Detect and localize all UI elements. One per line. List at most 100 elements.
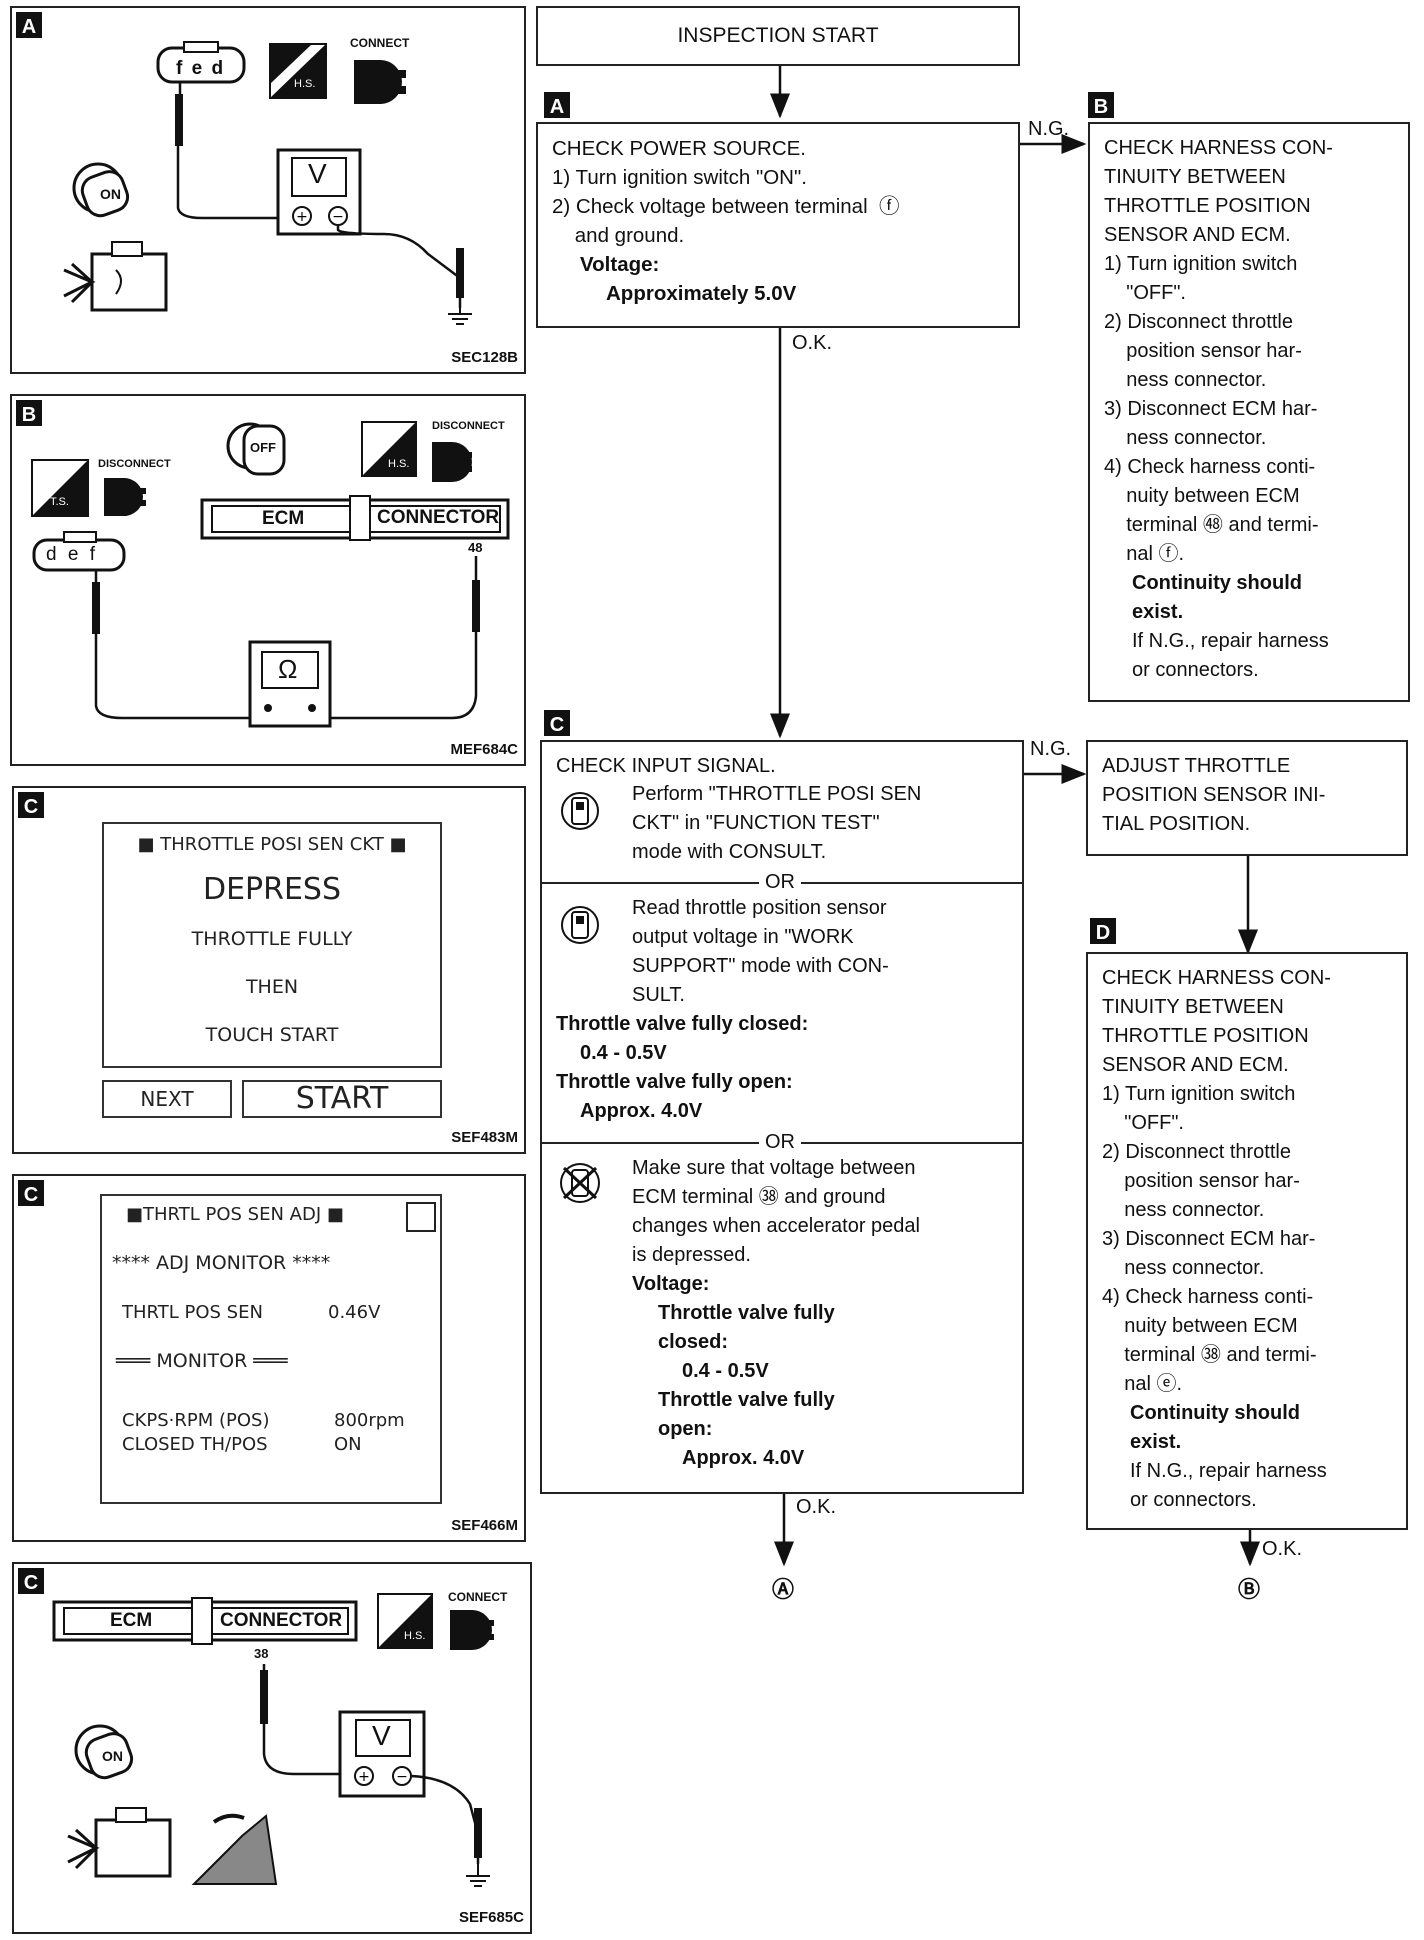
screen-adj-header-text: THRTL POS SEN ADJ (143, 1204, 322, 1225)
screen-touch-start: TOUCH START (205, 1024, 339, 1046)
panel-b-ts-label: T.S. (50, 496, 69, 508)
box-c-s1-line: Perform "THROTTLE POSI SEN (632, 783, 922, 805)
screen-header-text: THROTTLE POSI SEN CKT (160, 834, 384, 855)
screen-ckps-value: 800rpm (334, 1410, 405, 1431)
box-c-section-2: Read throttle position sensor output vol… (632, 894, 889, 1010)
adj-line: POSITION SENSOR INI- (1102, 784, 1326, 806)
end-b: Ⓑ (1238, 1577, 1261, 1602)
box-c-section-3: Make sure that voltage between ECM termi… (632, 1154, 920, 1473)
panel-c3-meter-symbol: V (372, 1720, 391, 1751)
box-b-line: terminal ㊽ and termi- (1104, 514, 1319, 536)
box-b-exist: exist. (1132, 601, 1184, 623)
box-b-line: position sensor har- (1104, 340, 1302, 362)
svg-text:−: − (396, 1769, 408, 1785)
box-c-closed-value: 0.4 - 0.5V (580, 1042, 667, 1064)
inspection-start-box: INSPECTION START (536, 6, 1020, 66)
box-c-s3-open-value: Approx. 4.0V (682, 1447, 805, 1469)
box-d-line: nal ⓔ. (1102, 1373, 1183, 1395)
panel-b-hs-label: H.S. (388, 458, 410, 470)
box-d-line: nuity between ECM (1102, 1315, 1298, 1337)
box-c-s1-line: CKT" in "FUNCTION TEST" (632, 812, 880, 834)
panel-c2: C ■THRTL POS SEN ADJ ■ **** ADJ MONITOR … (12, 1174, 526, 1542)
box-c-title: CHECK INPUT SIGNAL. (556, 755, 776, 777)
box-b-line: nuity between ECM (1104, 485, 1300, 507)
start-button[interactable]: START (242, 1080, 442, 1118)
or-label-1: OR (759, 868, 801, 897)
next-button[interactable]: NEXT (102, 1080, 232, 1118)
panel-b: B T.S. DISCONNE (10, 394, 526, 766)
panel-b-figure-code: MEF684C (450, 741, 518, 758)
screen-adj-header: ■THRTL POS SEN ADJ ■ (126, 1204, 344, 1225)
panel-c3-figure-code: SEF685C (458, 1909, 524, 1926)
panel-b-terminal: 48 (468, 540, 483, 555)
screen-closed-value: ON (334, 1434, 362, 1455)
check-input-signal-box: CHECK INPUT SIGNAL. Perform "THROTTLE PO… (540, 740, 1024, 1494)
panel-a: A + − f e d (10, 6, 526, 374)
or-label-2: OR (759, 1128, 801, 1157)
box-d-line: TINUITY BETWEEN (1102, 996, 1284, 1018)
panel-c3: C + − (12, 1562, 532, 1934)
box-c-s2-line: SUPPORT" mode with CON- (632, 955, 889, 977)
screen-thrtl-value: 0.46V (328, 1302, 381, 1323)
panel-b-connector-label: CONNECTOR (377, 507, 500, 528)
panel-a-connect-label: CONNECT (350, 36, 410, 50)
box-b-line: 4) Check harness conti- (1104, 456, 1316, 478)
panel-c2-figure-code: SEF466M (451, 1517, 518, 1534)
box-b-continuity: Continuity should (1132, 572, 1302, 594)
box-d-line: 3) Disconnect ECM har- (1102, 1228, 1316, 1250)
box-c-s3-line: ECM terminal ㊳ and ground (632, 1186, 886, 1208)
check-harness-box-b: CHECK HARNESS CON- TINUITY BETWEEN THROT… (1088, 122, 1410, 702)
box-d-line: ness connector. (1102, 1257, 1265, 1279)
box-c-s1-line: mode with CONSULT. (632, 841, 827, 863)
consult-screen-work-support: ■THRTL POS SEN ADJ ■ **** ADJ MONITOR **… (100, 1194, 442, 1504)
svg-text:−: − (332, 209, 344, 225)
box-d-line: terminal ㊳ and termi- (1102, 1344, 1317, 1366)
box-b-line: THROTTLE POSITION (1104, 195, 1311, 217)
box-b-repair-2: or connectors. (1132, 659, 1259, 681)
box-c-open-label: Throttle valve fully open: (556, 1071, 793, 1093)
box-b-line: SENSOR AND ECM. (1104, 224, 1291, 246)
svg-text:+: + (358, 1769, 370, 1785)
screen-header: ■ THROTTLE POSI SEN CKT ■ (137, 834, 407, 855)
panel-c1-badge: C (18, 792, 44, 818)
panel-c3-badge: C (18, 1568, 44, 1594)
panel-c3-ignition: ON (102, 1748, 123, 1764)
box-b-line: ness connector. (1104, 369, 1267, 391)
box-b-line: TINUITY BETWEEN (1104, 166, 1286, 188)
box-b-line: 1) Turn ignition switch (1104, 253, 1298, 275)
panel-b-badge: B (16, 400, 42, 426)
check-power-source-box: CHECK POWER SOURCE. 1) Turn ignition swi… (536, 122, 1020, 328)
panel-b-drawing (31, 421, 510, 728)
screen-then: THEN (245, 976, 299, 998)
box-d-line: 4) Check harness conti- (1102, 1286, 1314, 1308)
panel-b-disconnect-label-1: DISCONNECT (98, 458, 171, 470)
box-c-s3-closed-2: closed: (658, 1331, 729, 1353)
panel-c3-terminal: 38 (254, 1646, 269, 1661)
box-a-line-4: and ground. (552, 224, 685, 247)
panel-a-pins: f e d (176, 58, 226, 79)
screen-thrtl-label: THRTL POS SEN (122, 1302, 263, 1323)
box-d-line: "OFF". (1102, 1112, 1184, 1134)
adjust-throttle-box: ADJUST THROTTLE POSITION SENSOR INI- TIA… (1086, 740, 1408, 856)
ok-label-2: O.K. (796, 1496, 837, 1518)
box-c-s3-open-2: open: (658, 1418, 713, 1440)
box-c-s3-open-1: Throttle valve fully (658, 1389, 835, 1411)
screen-closed-label: CLOSED TH/POS (122, 1434, 268, 1455)
box-c-s2-line: output voltage in "WORK (632, 926, 854, 948)
box-c-s3-closed-value: 0.4 - 0.5V (682, 1360, 769, 1382)
box-b-line: CHECK HARNESS CON- (1104, 137, 1333, 159)
panel-a-badge: A (16, 12, 42, 38)
panel-a-figure-code: SEC128B (451, 349, 518, 366)
adj-line: ADJUST THROTTLE (1102, 755, 1291, 777)
box-c-closed-label: Throttle valve fully closed: (556, 1013, 809, 1035)
box-a-line-1: CHECK POWER SOURCE. (552, 137, 806, 160)
screen-box-icon (406, 1202, 436, 1232)
screen-throttle-fully: THROTTLE FULLY (191, 928, 353, 950)
panel-c1: C ■ THROTTLE POSI SEN CKT ■ DEPRESS THRO… (12, 786, 526, 1154)
panel-b-disconnect-label-2: DISCONNECT (432, 420, 505, 432)
box-b-badge: B (1088, 92, 1114, 118)
box-b-line: "OFF". (1104, 282, 1186, 304)
box-c-badge: C (544, 710, 570, 736)
box-c-s3-line: changes when accelerator pedal (632, 1215, 920, 1237)
no-consult-icon (560, 1163, 600, 1203)
